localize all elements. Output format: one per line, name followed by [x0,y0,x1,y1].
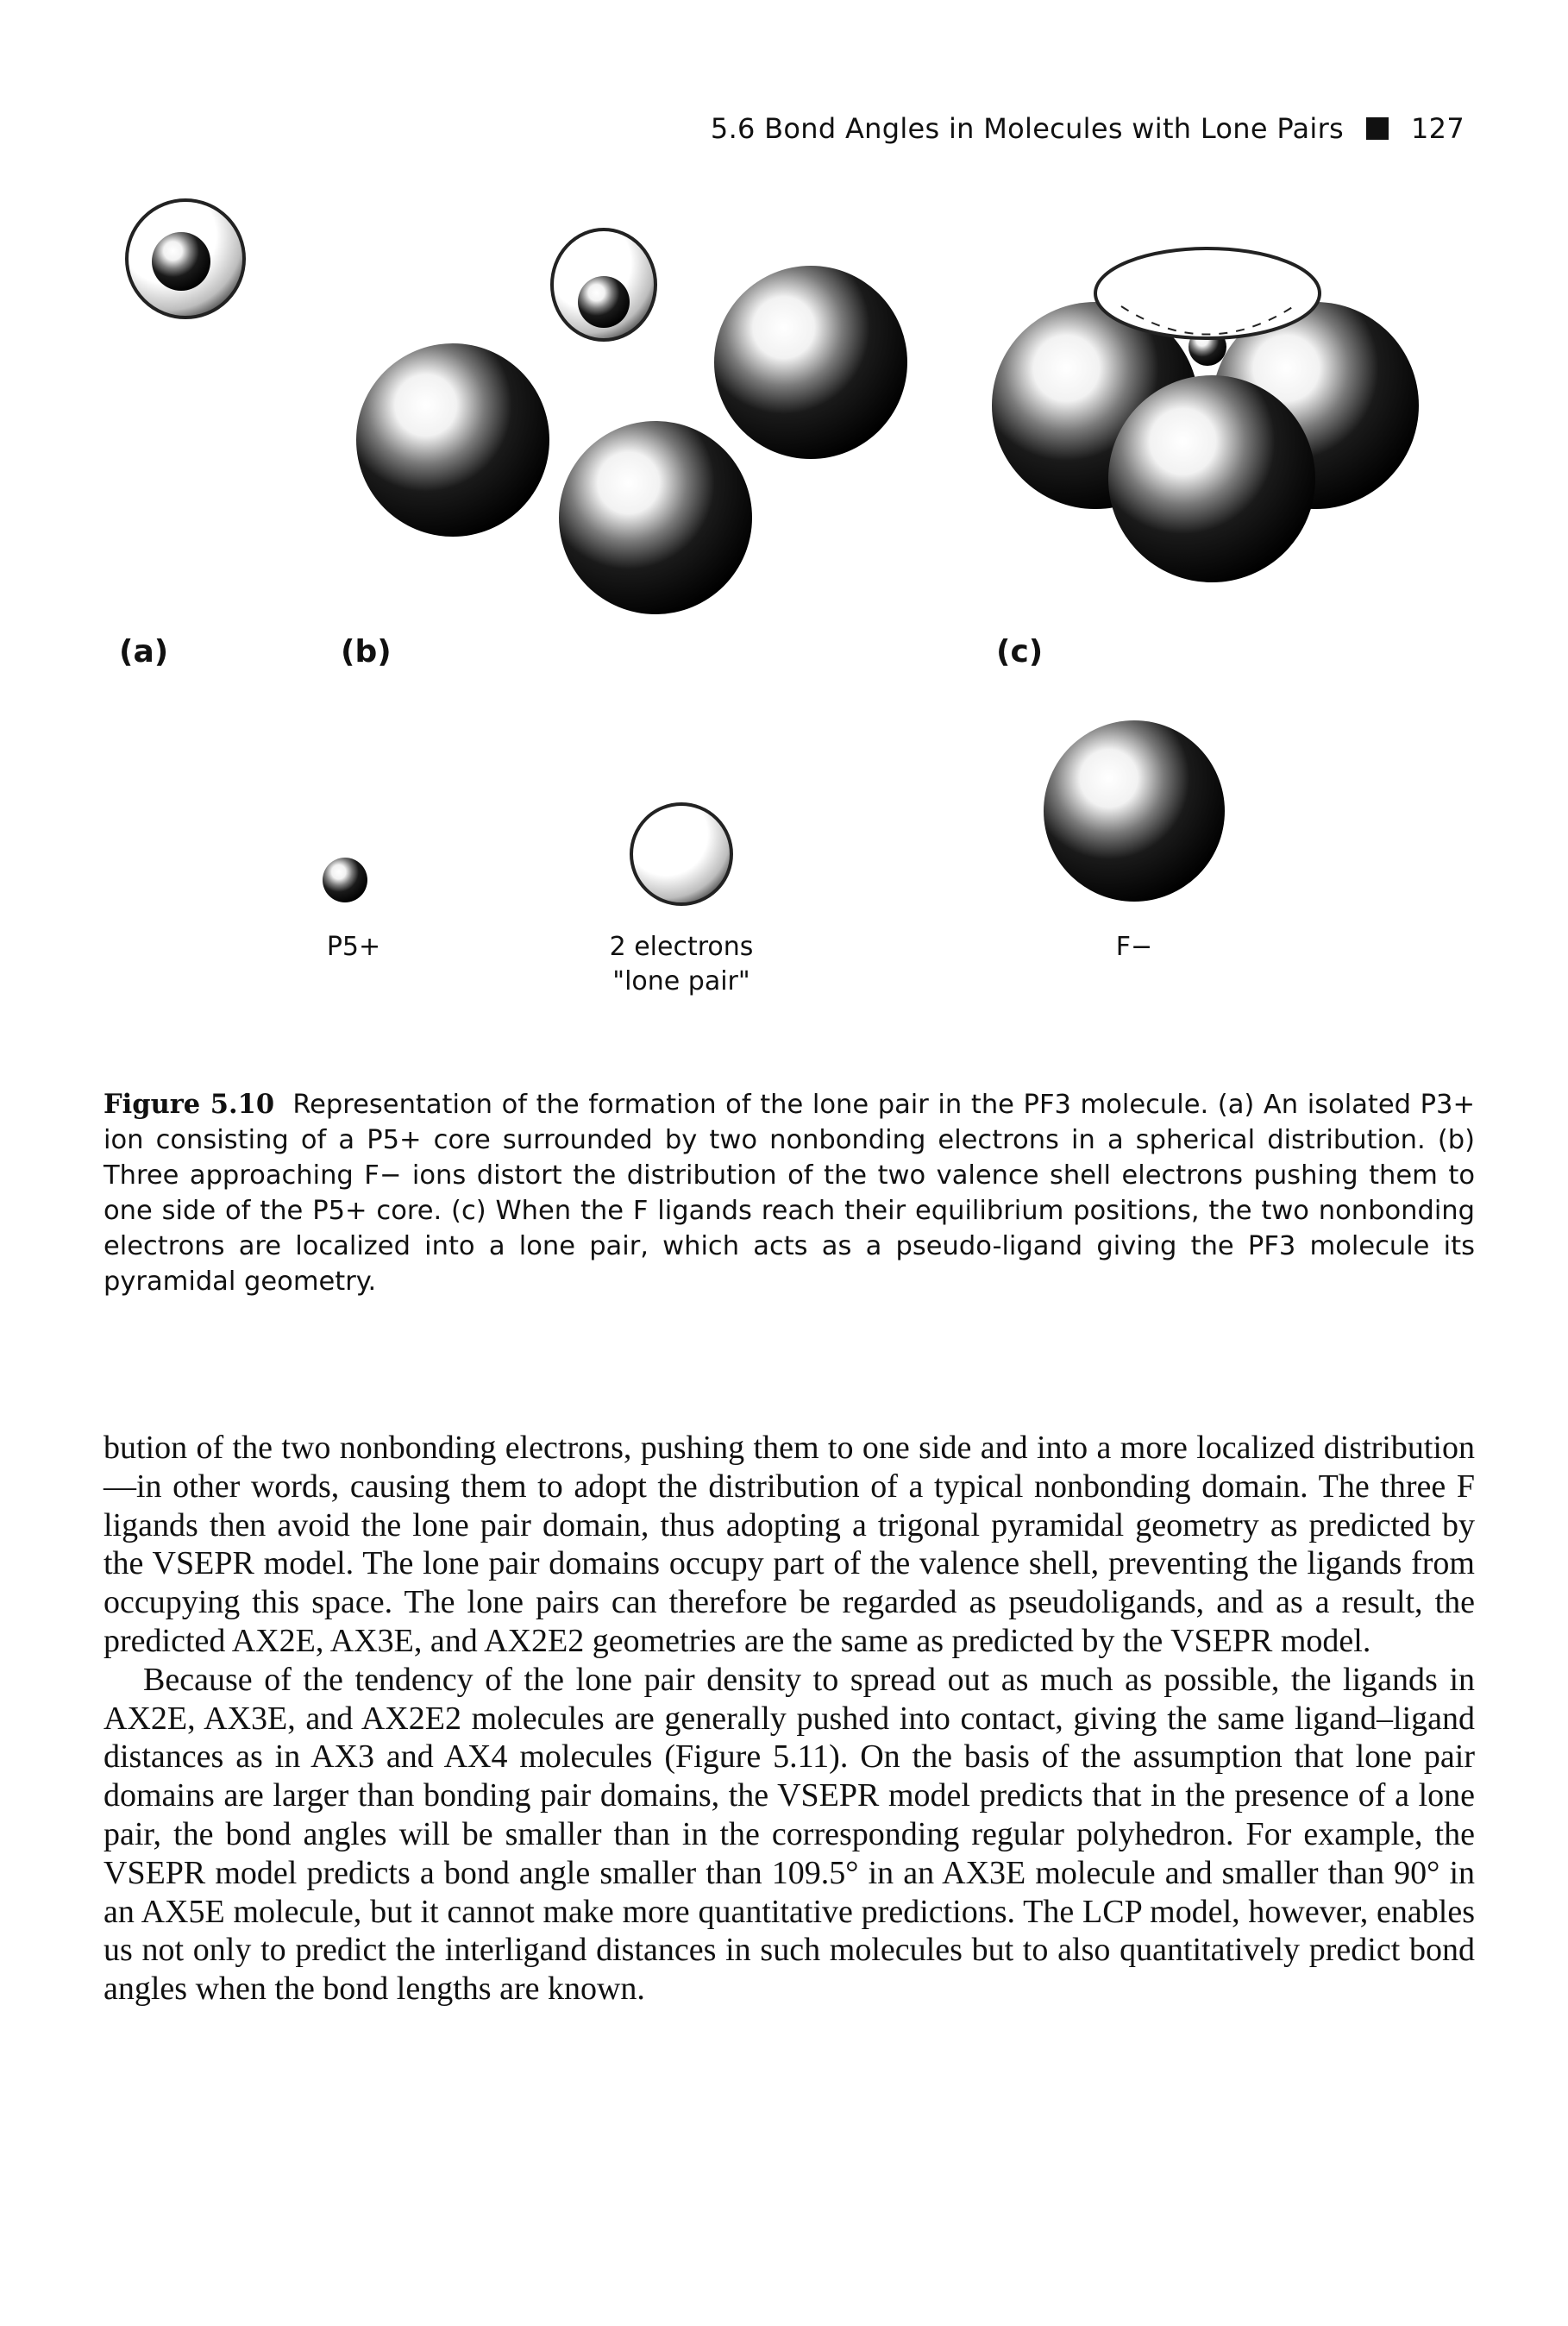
fluoride-sphere-3 [559,421,752,614]
legend-core-sphere [323,858,367,902]
caption-figure-label: Figure 5.10 [103,1089,275,1120]
lone-pair-lower-edge [1120,305,1295,336]
fluoride-sphere-1 [356,343,549,537]
legend-lone-pair-line2: "lone pair" [612,966,750,996]
header-section-title: 5.6 Bond Angles in Molecules with Lone P… [710,112,1345,145]
legend-fluoride-sphere [1044,720,1225,902]
figure-5-10 [125,198,1419,906]
p5-core-sphere-b [578,276,630,328]
legend-ligand-label: F− [1115,932,1153,962]
legend-lone-pair-sphere [630,802,733,906]
fluoride-sphere-2 [714,266,907,459]
legend-lone-pair-label: 2 electrons "lone pair" [552,930,811,999]
panel-b-approaching-ligands [356,228,907,614]
header-page-number: 127 [1411,112,1465,145]
panel-a-ion [125,198,246,319]
legend-lone-pair-line1: 2 electrons [609,932,754,962]
lone-pair-domain [1094,247,1321,340]
running-header: 5.6 Bond Angles in Molecules with Lone P… [711,112,1465,145]
body-paragraph-1: bution of the two nonbonding electrons, … [103,1430,1475,1659]
fluorine-sphere-front [1108,375,1315,582]
body-text: bution of the two nonbonding electrons, … [103,1429,1475,2009]
p5-core-sphere [152,232,210,291]
figure-caption: Figure 5.10 Representation of the format… [103,1087,1475,1299]
header-separator-square [1366,117,1389,140]
legend-core-label: P5+ [326,932,381,962]
panel-label-b: (b) [341,634,392,670]
body-paragraph-2: Because of the tendency of the lone pair… [103,1661,1475,2008]
panel-label-a: (a) [119,634,169,670]
panel-c-pf3-molecule [992,247,1419,582]
panel-label-c: (c) [996,634,1044,670]
caption-text: Representation of the formation of the l… [103,1090,1476,1297]
